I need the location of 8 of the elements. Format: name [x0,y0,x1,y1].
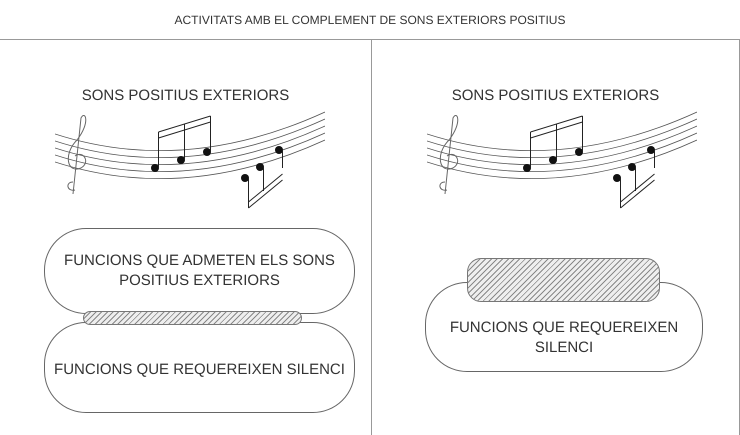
title: ACTIVITATS AMB EL COMPLEMENT DE SONS EXTERIORS POSITIUS [174,12,566,28]
panel-heading: SONS POSITIUS EXTERIORS [450,86,660,106]
hatched-bar [83,311,302,325]
box-text: FUNCIONS QUE REQUEREIXEN SILENCI [448,318,680,358]
box-text: FUNCIONS QUE ADMETEN ELS SONS POSITIUS EXTERIORS [63,251,336,291]
box-text: FUNCIONS QUE REQUEREIXEN SILENCI [54,360,345,380]
hatched-bar [467,258,660,302]
panel-heading: SONS POSITIUS EXTERIORS [80,86,290,106]
